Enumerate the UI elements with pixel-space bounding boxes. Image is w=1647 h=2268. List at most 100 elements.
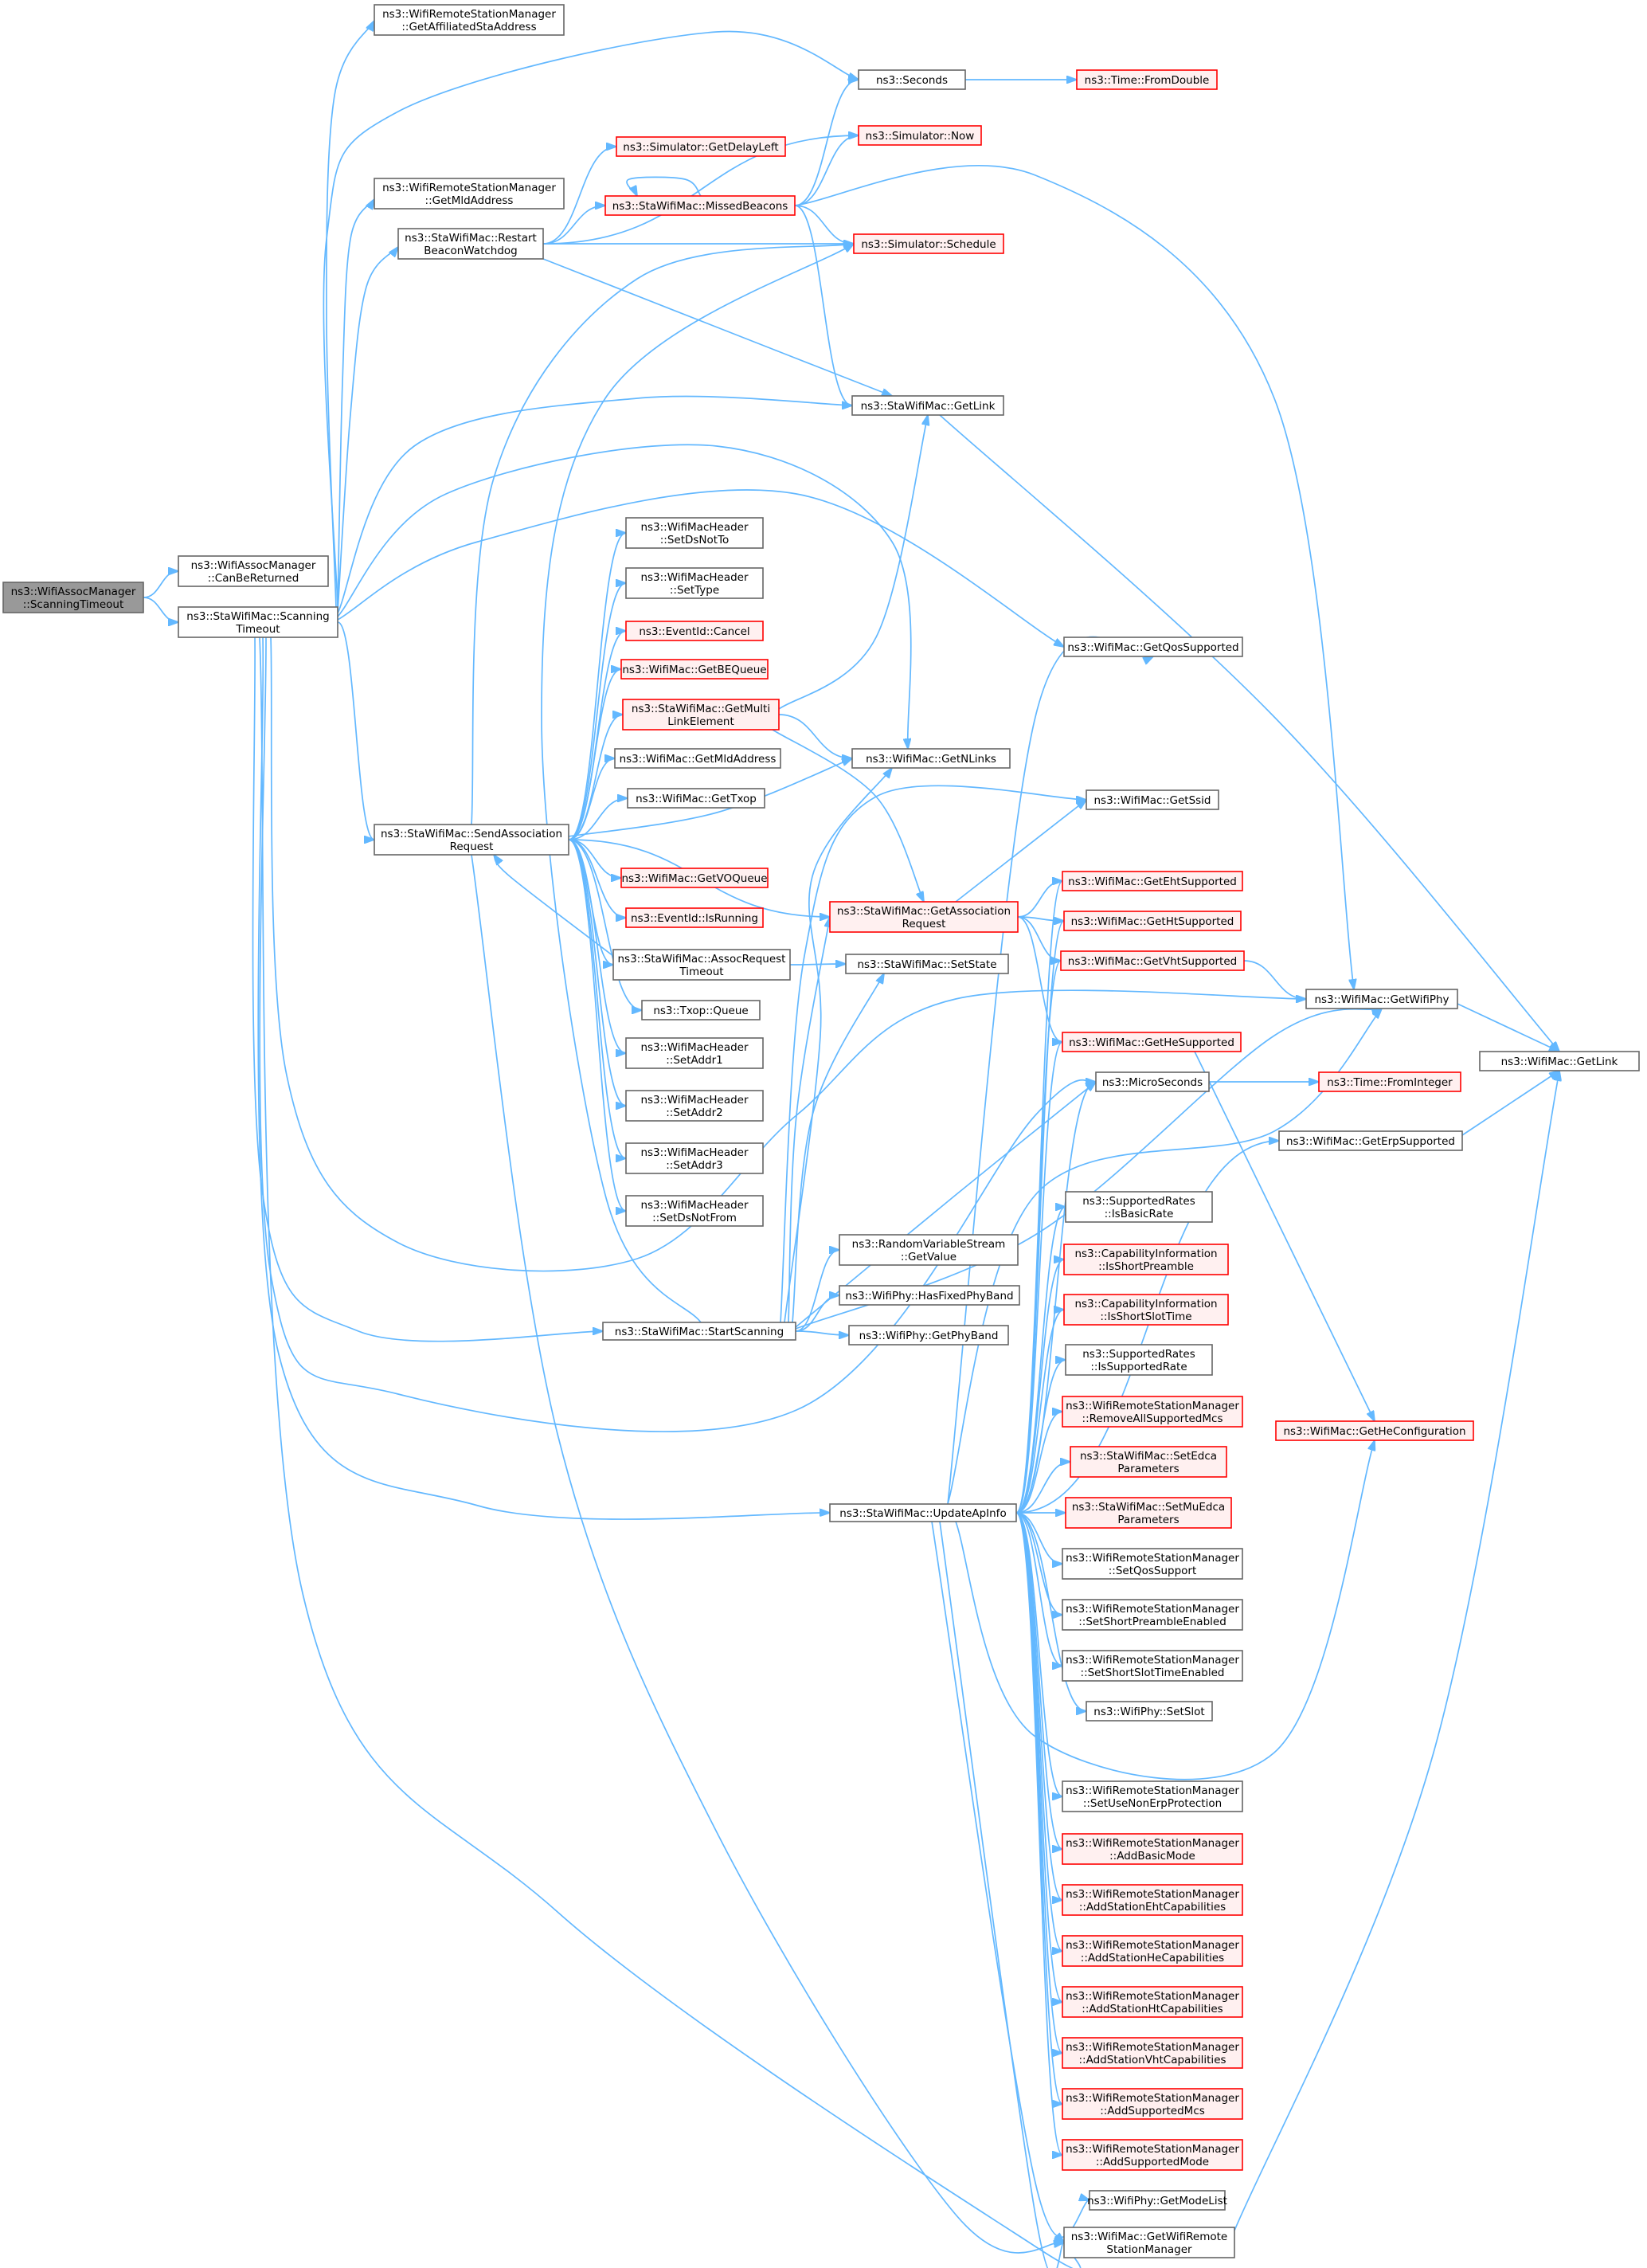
node-addht[interactable]: ns3::WifiRemoteStationManager::AddStatio…: [1062, 1986, 1243, 2018]
node-box: [851, 395, 1004, 416]
edge-updateapinfo-to-addvht: [1015, 1512, 1062, 2053]
node-gettxop[interactable]: ns3::WifiMac::GetTxop: [627, 788, 765, 809]
edge-root-to-canbereturned: [143, 571, 178, 598]
edge-assocrequesttimeout-to-sendassoc: [494, 855, 614, 957]
node-setqossupport[interactable]: ns3::WifiRemoteStationManager::SetQosSup…: [1062, 1548, 1243, 1580]
node-getbequeue[interactable]: ns3::WifiMac::GetBEQueue: [620, 659, 769, 680]
node-getlink_mac[interactable]: ns3::WifiMac::GetLink: [1479, 1051, 1640, 1071]
node-gethesupported[interactable]: ns3::WifiMac::GetHeSupported: [1062, 1032, 1242, 1052]
node-label: ns3::Time::FromInteger: [1327, 1076, 1453, 1089]
node-gethtsupported[interactable]: ns3::WifiMac::GetHtSupported: [1063, 911, 1242, 931]
node-microseconds[interactable]: ns3::MicroSeconds: [1095, 1071, 1210, 1092]
edge-scanningtimeout-to-getlink_sta: [337, 395, 852, 614]
edge-assocrequesttimeout-to-setstate: [789, 964, 846, 965]
node-getphyband[interactable]: ns3::WifiPhy::GetPhyBand: [848, 1325, 1009, 1346]
node-getaffiliated[interactable]: ns3::WifiRemoteStationManager::GetAffili…: [374, 4, 565, 36]
node-getvalue[interactable]: ns3::RandomVariableStream::GetValue: [839, 1234, 1019, 1266]
node-now[interactable]: ns3::Simulator::Now: [858, 125, 982, 146]
node-updateapinfo[interactable]: ns3::StaWifiMac::UpdateApInfo: [829, 1503, 1017, 1522]
node-issupportedrate[interactable]: ns3::SupportedRates::IsSupportedRate: [1065, 1344, 1213, 1376]
node-box: [1070, 1446, 1227, 1478]
edge-gethesupported-to-gethecfg: [1194, 1051, 1375, 1421]
node-seconds[interactable]: ns3::Seconds: [858, 69, 966, 90]
node-addbasicmode[interactable]: ns3::WifiRemoteStationManager::AddBasicM…: [1062, 1833, 1243, 1865]
node-addhe[interactable]: ns3::WifiRemoteStationManager::AddStatio…: [1062, 1935, 1243, 1967]
node-startscanning[interactable]: ns3::StaWifiMac::StartScanning: [602, 1322, 796, 1341]
node-fromint[interactable]: ns3::Time::FromInteger: [1318, 1071, 1461, 1092]
node-getvhtsupported[interactable]: ns3::WifiMac::GetVhtSupported: [1060, 950, 1245, 971]
node-getdelayleft[interactable]: ns3::Simulator::GetDelayLeft: [616, 136, 786, 157]
node-label: StationManager: [1106, 2243, 1192, 2256]
node-label: ::SetAddr3: [666, 1159, 723, 1172]
node-box: [1063, 911, 1242, 931]
edge-getassocreq-to-getssid: [955, 800, 1086, 903]
node-label: ::AddBasicMode: [1109, 1850, 1195, 1863]
node-setshortslot[interactable]: ns3::WifiRemoteStationManager::SetShortS…: [1062, 1650, 1243, 1682]
node-getmodelist[interactable]: ns3::WifiPhy::GetModeList: [1087, 2190, 1227, 2211]
node-setstate[interactable]: ns3::StaWifiMac::SetState: [845, 954, 1009, 974]
node-fromdouble[interactable]: ns3::Time::FromDouble: [1076, 69, 1218, 90]
node-setaddr1[interactable]: ns3::WifiMacHeader::SetAddr1: [625, 1037, 764, 1069]
node-addsupportedmode[interactable]: ns3::WifiRemoteStationManager::AddSuppor…: [1062, 2139, 1243, 2171]
node-box: [1063, 1244, 1229, 1275]
node-addeht[interactable]: ns3::WifiRemoteStationManager::AddStatio…: [1062, 1884, 1243, 1916]
edge-startscanning-to-getwifiphy: [795, 1009, 1382, 1330]
node-label: ::AddStationVhtCapabilities: [1078, 2054, 1226, 2066]
node-missedbeacons[interactable]: ns3::StaWifiMac::MissedBeacons: [604, 195, 796, 216]
node-getwifiphy[interactable]: ns3::WifiMac::GetWifiPhy: [1305, 989, 1458, 1009]
node-gethecfg[interactable]: ns3::WifiMac::GetHeConfiguration: [1275, 1420, 1474, 1441]
node-label: Timeout: [235, 623, 280, 636]
edge-startscanning-to-getssid: [780, 785, 1086, 1323]
node-setusenonerp[interactable]: ns3::WifiRemoteStationManager::SetUseNon…: [1062, 1780, 1243, 1812]
edge-updateapinfo-to-setshortpreamble: [1015, 1512, 1062, 1615]
node-isshortpreamble[interactable]: ns3::CapabilityInformation::IsShortPream…: [1063, 1244, 1229, 1275]
node-root[interactable]: ns3::WifiAssocManager::ScanningTimeout: [2, 582, 144, 613]
node-setdsnotfrom[interactable]: ns3::WifiMacHeader::SetDsNotFrom: [625, 1195, 764, 1227]
node-geterpsupported[interactable]: ns3::WifiMac::GetErpSupported: [1278, 1130, 1463, 1151]
node-setaddr2[interactable]: ns3::WifiMacHeader::SetAddr2: [625, 1090, 764, 1122]
node-addsupportedmcs[interactable]: ns3::WifiRemoteStationManager::AddSuppor…: [1062, 2088, 1243, 2120]
node-getlink_sta[interactable]: ns3::StaWifiMac::GetLink: [851, 395, 1004, 416]
node-getmldaddress_mac[interactable]: ns3::WifiMac::GetMldAddress: [614, 748, 781, 769]
node-label: ::SetShortPreambleEnabled: [1078, 1616, 1226, 1628]
node-label: ns3::EventId::Cancel: [639, 625, 749, 638]
node-setaddr3[interactable]: ns3::WifiMacHeader::SetAddr3: [625, 1142, 764, 1174]
node-settype[interactable]: ns3::WifiMacHeader::SetType: [625, 567, 764, 599]
node-box: [1062, 1396, 1243, 1428]
node-box: [1076, 69, 1218, 90]
node-hasfixedphyband[interactable]: ns3::WifiPhy::HasFixedPhyBand: [839, 1285, 1020, 1306]
node-isbasicrate[interactable]: ns3::SupportedRates::IsBasicRate: [1065, 1191, 1213, 1223]
node-setslot[interactable]: ns3::WifiPhy::SetSlot: [1086, 1701, 1213, 1722]
node-isshortslottime[interactable]: ns3::CapabilityInformation::IsShortSlotT…: [1063, 1294, 1229, 1326]
node-getmldaddress_rsm[interactable]: ns3::WifiRemoteStationManager::GetMldAdd…: [374, 178, 565, 210]
node-getnlinks[interactable]: ns3::WifiMac::GetNLinks: [851, 748, 1011, 769]
node-canbereturned[interactable]: ns3::WifiAssocManager::CanBeReturned: [178, 555, 329, 587]
node-getwifirsm[interactable]: ns3::WifiMac::GetWifiRemoteStationManage…: [1063, 2227, 1235, 2258]
node-getqossupported[interactable]: ns3::WifiMac::GetQosSupported: [1063, 637, 1243, 657]
node-label: ::AddStationHtCapabilities: [1082, 2003, 1223, 2015]
node-removeallmcs[interactable]: ns3::WifiRemoteStationManager::RemoveAll…: [1062, 1396, 1243, 1428]
node-setshortpreamble[interactable]: ns3::WifiRemoteStationManager::SetShortP…: [1062, 1599, 1243, 1631]
node-getehtsupported[interactable]: ns3::WifiMac::GetEhtSupported: [1062, 871, 1243, 891]
node-schedule[interactable]: ns3::Simulator::Schedule: [853, 233, 1004, 254]
node-label: ::GetAffiliatedStaAddress: [401, 21, 536, 33]
node-isrunning[interactable]: ns3::EventId::IsRunning: [625, 907, 764, 928]
node-getssid[interactable]: ns3::WifiMac::GetSsid: [1086, 789, 1219, 810]
node-cancel[interactable]: ns3::EventId::Cancel: [625, 621, 764, 641]
edge-missedbeacons-to-schedule: [794, 205, 854, 244]
node-txopqueue[interactable]: ns3::Txop::Queue: [641, 1000, 761, 1020]
node-label: ns3::Txop::Queue: [653, 1005, 748, 1017]
node-addvht[interactable]: ns3::WifiRemoteStationManager::AddStatio…: [1062, 2037, 1243, 2069]
node-label: ns3::WifiPhy::GetModeList: [1087, 2195, 1227, 2207]
node-box: [641, 1000, 761, 1020]
node-setdsnotto[interactable]: ns3::WifiMacHeader::SetDsNotTo: [625, 517, 764, 549]
node-getvoqueue[interactable]: ns3::WifiMac::GetVOQueue: [620, 868, 769, 888]
node-scanningtimeout[interactable]: ns3::StaWifiMac::ScanningTimeout: [178, 606, 338, 638]
